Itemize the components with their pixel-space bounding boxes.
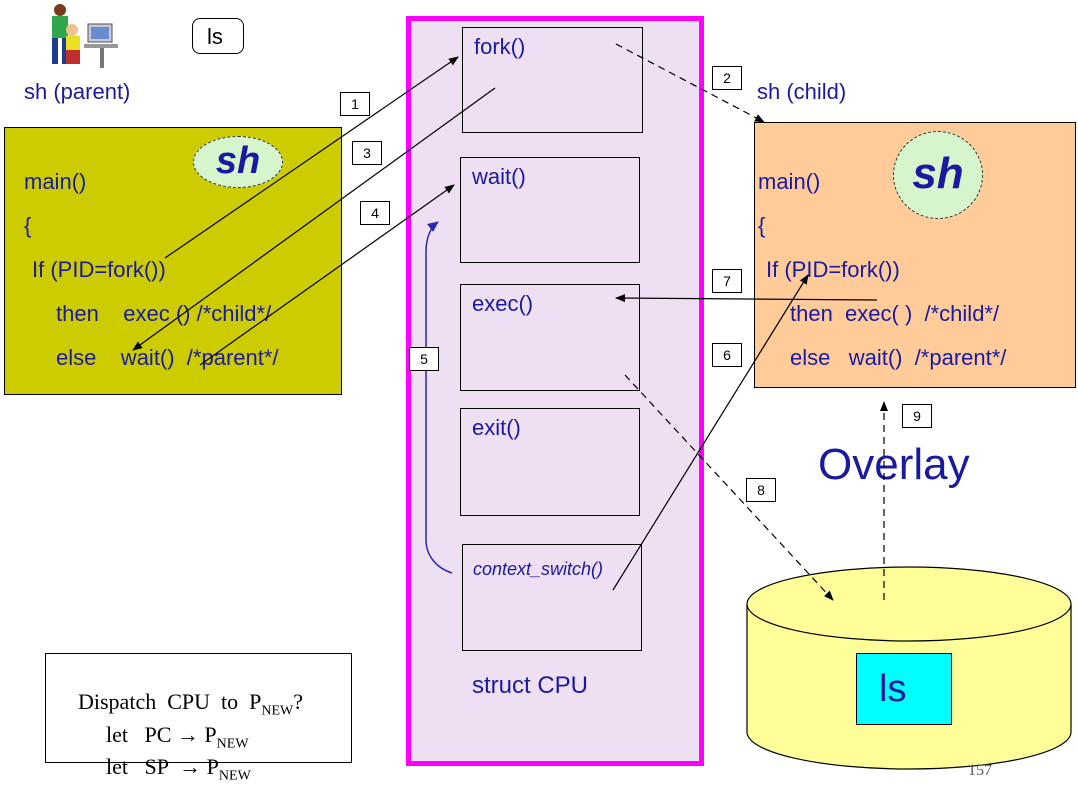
arrow-3 — [132, 87, 496, 351]
exec-call-box: exec() — [460, 284, 640, 391]
user-at-computer-icon — [40, 2, 120, 70]
step-label: 6 — [712, 343, 742, 367]
code-line: If (PID=fork()) — [32, 257, 166, 282]
step-label: 8 — [746, 478, 776, 502]
code-line: { — [758, 213, 766, 238]
exit-label: exit() — [472, 415, 521, 440]
code-line: else wait() /*parent*/ — [56, 345, 279, 370]
step-label: 9 — [902, 404, 932, 428]
arrow-7 — [615, 294, 878, 303]
speech-bubble: ls — [192, 18, 244, 54]
dispatch-question: ? — [293, 689, 304, 714]
exec-label: exec() — [472, 291, 534, 316]
step-label: 4 — [360, 201, 390, 225]
code-line: then exec( ) /*child*/ — [790, 301, 1000, 326]
exit-call-box: exit() — [460, 408, 640, 516]
code-line: else wait() /*parent*/ — [790, 345, 1007, 370]
code-line: then exec () /*child*/ — [56, 301, 272, 326]
context-switch-box: context_switch() — [462, 544, 642, 651]
sp-text: let SP — [106, 754, 180, 779]
overlay-title: Overlay — [818, 440, 970, 489]
ls-file-label: ls — [879, 668, 907, 710]
new-subscript: NEW — [216, 736, 249, 752]
step-label: 7 — [712, 269, 742, 293]
step-label: 1 — [340, 92, 370, 116]
dispatch-text: Dispatch CPU to P — [78, 689, 262, 714]
fork-label: fork() — [474, 34, 526, 59]
dispatch-subscript: NEW — [261, 703, 294, 719]
step-label: 5 — [409, 347, 439, 371]
fork-call-box: fork() — [462, 27, 643, 133]
child-process-box: sh main() { If (PID=fork()) then exec( )… — [754, 122, 1076, 388]
p-text: P — [206, 754, 219, 779]
p-text: P — [204, 722, 217, 747]
arrow-6 — [612, 274, 809, 591]
cpu-label: struct CPU — [472, 672, 589, 699]
arrow-8 — [624, 374, 834, 601]
arrow-5 — [425, 221, 453, 574]
speech-text: ls — [207, 24, 223, 49]
pc-text: let PC — [106, 722, 177, 747]
arrow-1 — [164, 56, 459, 259]
wait-label: wait() — [472, 164, 526, 189]
page-number: 157 — [968, 762, 992, 779]
child-label: sh (child) — [757, 79, 847, 104]
sh-logo: sh — [893, 131, 983, 219]
step-label: 2 — [712, 66, 742, 90]
wait-call-box: wait() — [460, 157, 640, 263]
dispatch-box: Dispatch CPU to PNEW? let PC → PNEW let … — [45, 653, 352, 783]
arrow-layer — [132, 43, 888, 601]
sh-logo: sh — [193, 136, 283, 188]
context-switch-label: context_switch() — [473, 559, 604, 579]
arrow-right-icon: → — [179, 754, 202, 779]
arrow-2 — [615, 43, 765, 123]
arrow-right-icon: → — [176, 722, 199, 747]
ls-file-box: ls — [856, 653, 952, 725]
parent-label: sh (parent) — [24, 79, 131, 104]
code-line: { — [24, 213, 32, 238]
code-line: main() — [758, 169, 821, 194]
parent-process-box: sh main() { If (PID=fork()) then exec ()… — [4, 127, 342, 395]
step-label: 3 — [352, 141, 382, 165]
arrow-4 — [199, 184, 455, 366]
code-line: main() — [24, 169, 87, 194]
